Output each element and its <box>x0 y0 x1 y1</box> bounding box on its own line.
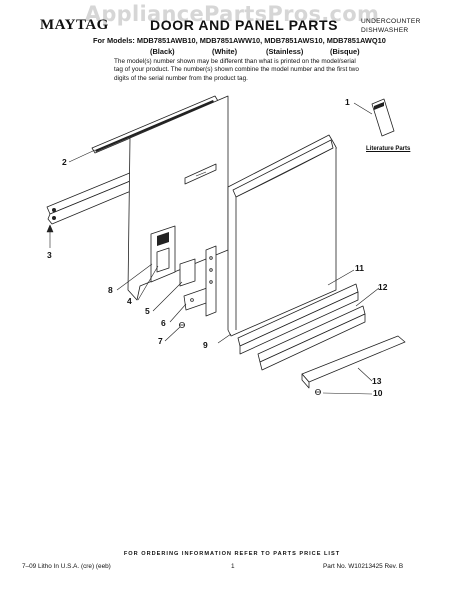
appliance-line-1: UNDERCOUNTER <box>361 18 421 25</box>
callout-7: 7 <box>158 336 163 346</box>
callout-2: 2 <box>62 157 67 167</box>
appliance-type: UNDERCOUNTER DISHWASHER <box>361 18 421 35</box>
part-6-bracket <box>183 287 210 311</box>
callout-6: 6 <box>161 318 166 328</box>
variant-bisque: (Bisque) <box>330 47 360 56</box>
page-title: DOOR AND PANEL PARTS <box>150 17 339 33</box>
variant-black: (Black) <box>150 47 175 56</box>
part-11-trim <box>237 283 359 355</box>
part-12-trim <box>257 305 366 371</box>
ordering-info: FOR ORDERING INFORMATION REFER TO PARTS … <box>123 551 341 557</box>
callout-5: 5 <box>145 306 150 316</box>
part-5-spacer <box>179 258 196 287</box>
callout-1: 1 <box>345 97 350 107</box>
leader-lines <box>46 102 380 395</box>
part-8-hinge-clip <box>150 225 176 283</box>
callout-9: 9 <box>203 340 208 350</box>
literature-parts-label: Literature Parts <box>366 146 411 152</box>
brand-logo: MAYTAG <box>40 17 109 33</box>
page-number: 1 <box>231 563 235 570</box>
part-7-screw <box>178 321 185 328</box>
litho-info: 7–09 Litho In U.S.A. (cre) (eeb) <box>22 563 111 570</box>
part-number: Part No. W10213425 Rev. B <box>323 563 404 570</box>
variant-white: (White) <box>212 47 238 56</box>
hinge-strap <box>205 245 217 317</box>
site-watermark: AppliancePartsPros.com <box>84 2 380 26</box>
callout-10: 10 <box>373 388 383 398</box>
callout-12: 12 <box>378 282 388 292</box>
outer-door-panel <box>227 134 337 337</box>
callout-8: 8 <box>108 285 113 295</box>
callout-3: 3 <box>47 250 52 260</box>
callout-11: 11 <box>355 263 364 273</box>
part-1-literature-booklet <box>371 98 395 137</box>
variant-stainless: (Stainless) <box>266 47 304 56</box>
part-13-toe-panel <box>301 335 406 389</box>
callout-4: 4 <box>127 296 132 306</box>
models-line: For Models: MDB7851AWB10, MDB7851AWW10, … <box>93 36 386 45</box>
appliance-line-2: DISHWASHER <box>361 26 409 34</box>
part-10-screw <box>314 388 321 395</box>
callout-13: 13 <box>372 376 382 386</box>
model-note: The model(s) number shown may be differe… <box>114 58 359 82</box>
